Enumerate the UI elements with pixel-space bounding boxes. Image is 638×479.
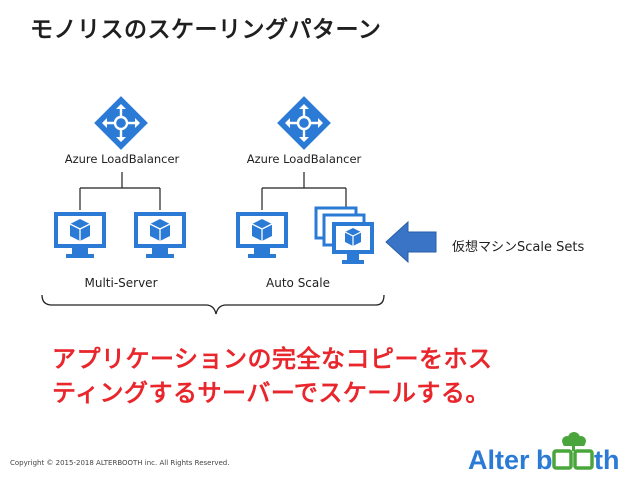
virtual-machine-icon xyxy=(134,212,186,258)
bracket xyxy=(41,294,385,315)
headline: アプリケーションの完全なコピーをホス ティングするサーバーでスケールする。 xyxy=(52,342,493,410)
scale-set-icon xyxy=(314,206,374,264)
group-label-auto-scale: Auto Scale xyxy=(266,276,330,290)
logo-text-b: b xyxy=(536,445,553,472)
scale-sets-label: 仮想マシンScale Sets xyxy=(452,240,585,255)
group-label-multi-server: Multi-Server xyxy=(84,276,158,290)
headline-line-2: ティングするサーバーでスケールする。 xyxy=(52,379,490,407)
virtual-machine-icon xyxy=(236,212,288,258)
virtual-machine-icon xyxy=(54,212,106,258)
logo-graphic: Alter b th xyxy=(468,432,619,475)
copyright: Copyright © 2015-2018 ALTERBOOTH inc. Al… xyxy=(10,459,230,467)
logo-text-th: th xyxy=(594,445,618,472)
alterbooth-logo: Alter b th xyxy=(468,432,619,475)
load-balancer-label: Azure LoadBalancer xyxy=(64,152,180,166)
left-arrow-icon xyxy=(385,220,437,264)
load-balancer-icon xyxy=(277,96,331,150)
cloud-logo-icon xyxy=(562,432,586,446)
load-balancer-label: Azure LoadBalancer xyxy=(246,152,362,166)
slide-title: モノリスのスケーリングパターン xyxy=(30,17,382,43)
load-balancer-icon xyxy=(94,96,148,150)
logo-text-alter: Alter xyxy=(468,445,530,472)
headline-line-1: アプリケーションの完全なコピーをホス xyxy=(52,345,493,373)
